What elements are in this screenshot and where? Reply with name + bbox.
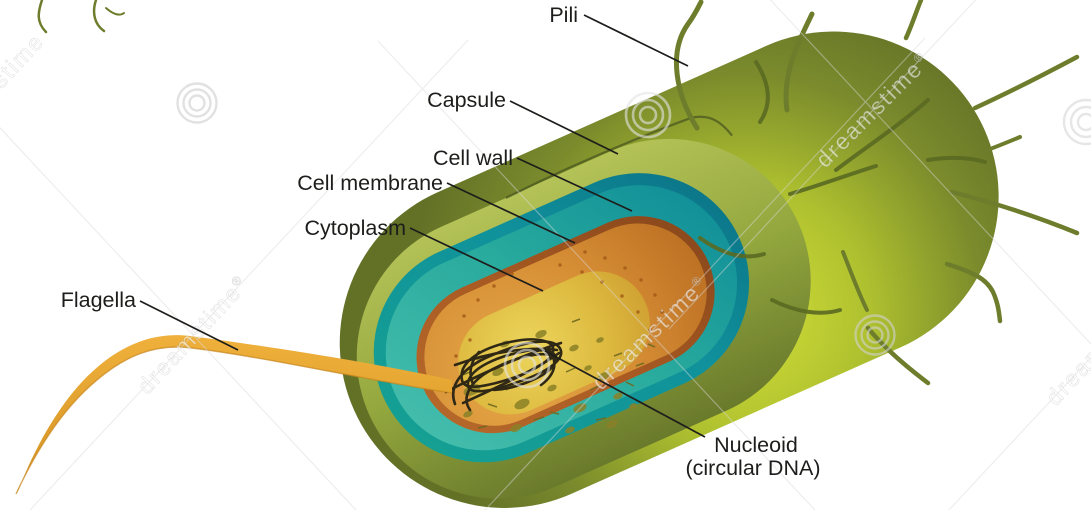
watermark-text-1: dreamstime®: [132, 271, 254, 399]
watermark-spiral-icon-5: [1062, 98, 1091, 146]
pilus-bottom-1: [865, 325, 931, 386]
surface-pilus-4: [926, 155, 987, 164]
label-text-cytoplasm: Cytoplasm: [304, 216, 406, 240]
flagellum-shade: [15, 346, 453, 495]
surface-pilus-5: [698, 236, 766, 259]
watermark-text-4: dreamstime: [0, 28, 49, 148]
surface-pilus-1: [754, 60, 770, 124]
leader-line-cytoplasm: [409, 227, 544, 292]
annotations: Pili Capsule Cell wall Cell membrane Cyt…: [61, 3, 821, 480]
pilus-top-1: [674, 0, 704, 131]
label-text-cell-membrane: Cell membrane: [297, 171, 443, 195]
label-pili: Pili: [549, 3, 689, 67]
label-text-nucleoid-sub: (circular DNA): [686, 456, 821, 480]
pilus-detached-2: [92, 0, 106, 33]
label-text-cell-wall: Cell wall: [433, 146, 513, 170]
label-nucleoid: Nucleoid (circular DNA): [544, 350, 821, 480]
pilus-right-2: [980, 135, 1022, 154]
nucleoid-dashes: [459, 318, 656, 429]
label-text-nucleoid: Nucleoid: [714, 433, 798, 457]
pilus-right-3: [949, 189, 1080, 236]
pili-on-surface: [698, 60, 987, 315]
label-cell-membrane: Cell membrane: [297, 171, 576, 244]
leader-line-flagella: [139, 300, 239, 351]
leader-line-pili: [583, 14, 689, 67]
flagellum: [15, 335, 453, 495]
watermark-spiral-icon-4: [854, 314, 896, 356]
leader-line-nucleoid: [544, 350, 706, 438]
watermark-spiral-icon-2: [624, 91, 672, 139]
leader-line-cell-wall: [516, 157, 633, 212]
label-capsule: Capsule: [427, 88, 619, 155]
leader-line-cell-membrane: [446, 182, 576, 244]
capsule-cut-edge: [505, 115, 733, 199]
surface-pilus-3: [788, 164, 878, 196]
label-text-pili: Pili: [549, 3, 578, 27]
pilus-right-4: [944, 261, 1003, 324]
pilus-right-1: [972, 54, 1080, 111]
surface-pilus-6: [770, 298, 842, 315]
pilus-top-3: [903, 0, 924, 41]
watermark-text-5: dreamstime: [1041, 290, 1091, 410]
label-text-capsule: Capsule: [427, 88, 506, 112]
watermark-spiral-icon-3: [503, 341, 551, 389]
pilus-bottom-2: [841, 250, 869, 312]
label-cytoplasm: Cytoplasm: [304, 216, 544, 292]
pilus-detached-3: [105, 7, 125, 16]
pilus-detached-1: [37, 0, 48, 34]
label-text-flagella: Flagella: [61, 288, 136, 312]
label-cell-wall: Cell wall: [433, 146, 633, 212]
bacterium-body: [339, 31, 999, 508]
surface-pilus-2: [834, 98, 930, 172]
cytoplasm-granules: [454, 245, 664, 358]
pilus-top-2: [783, 11, 815, 113]
watermark-spiral-icon-1: [176, 82, 218, 124]
label-flagella: Flagella: [61, 288, 239, 351]
pili-strands: [37, 0, 1080, 386]
leader-line-capsule: [509, 100, 619, 155]
